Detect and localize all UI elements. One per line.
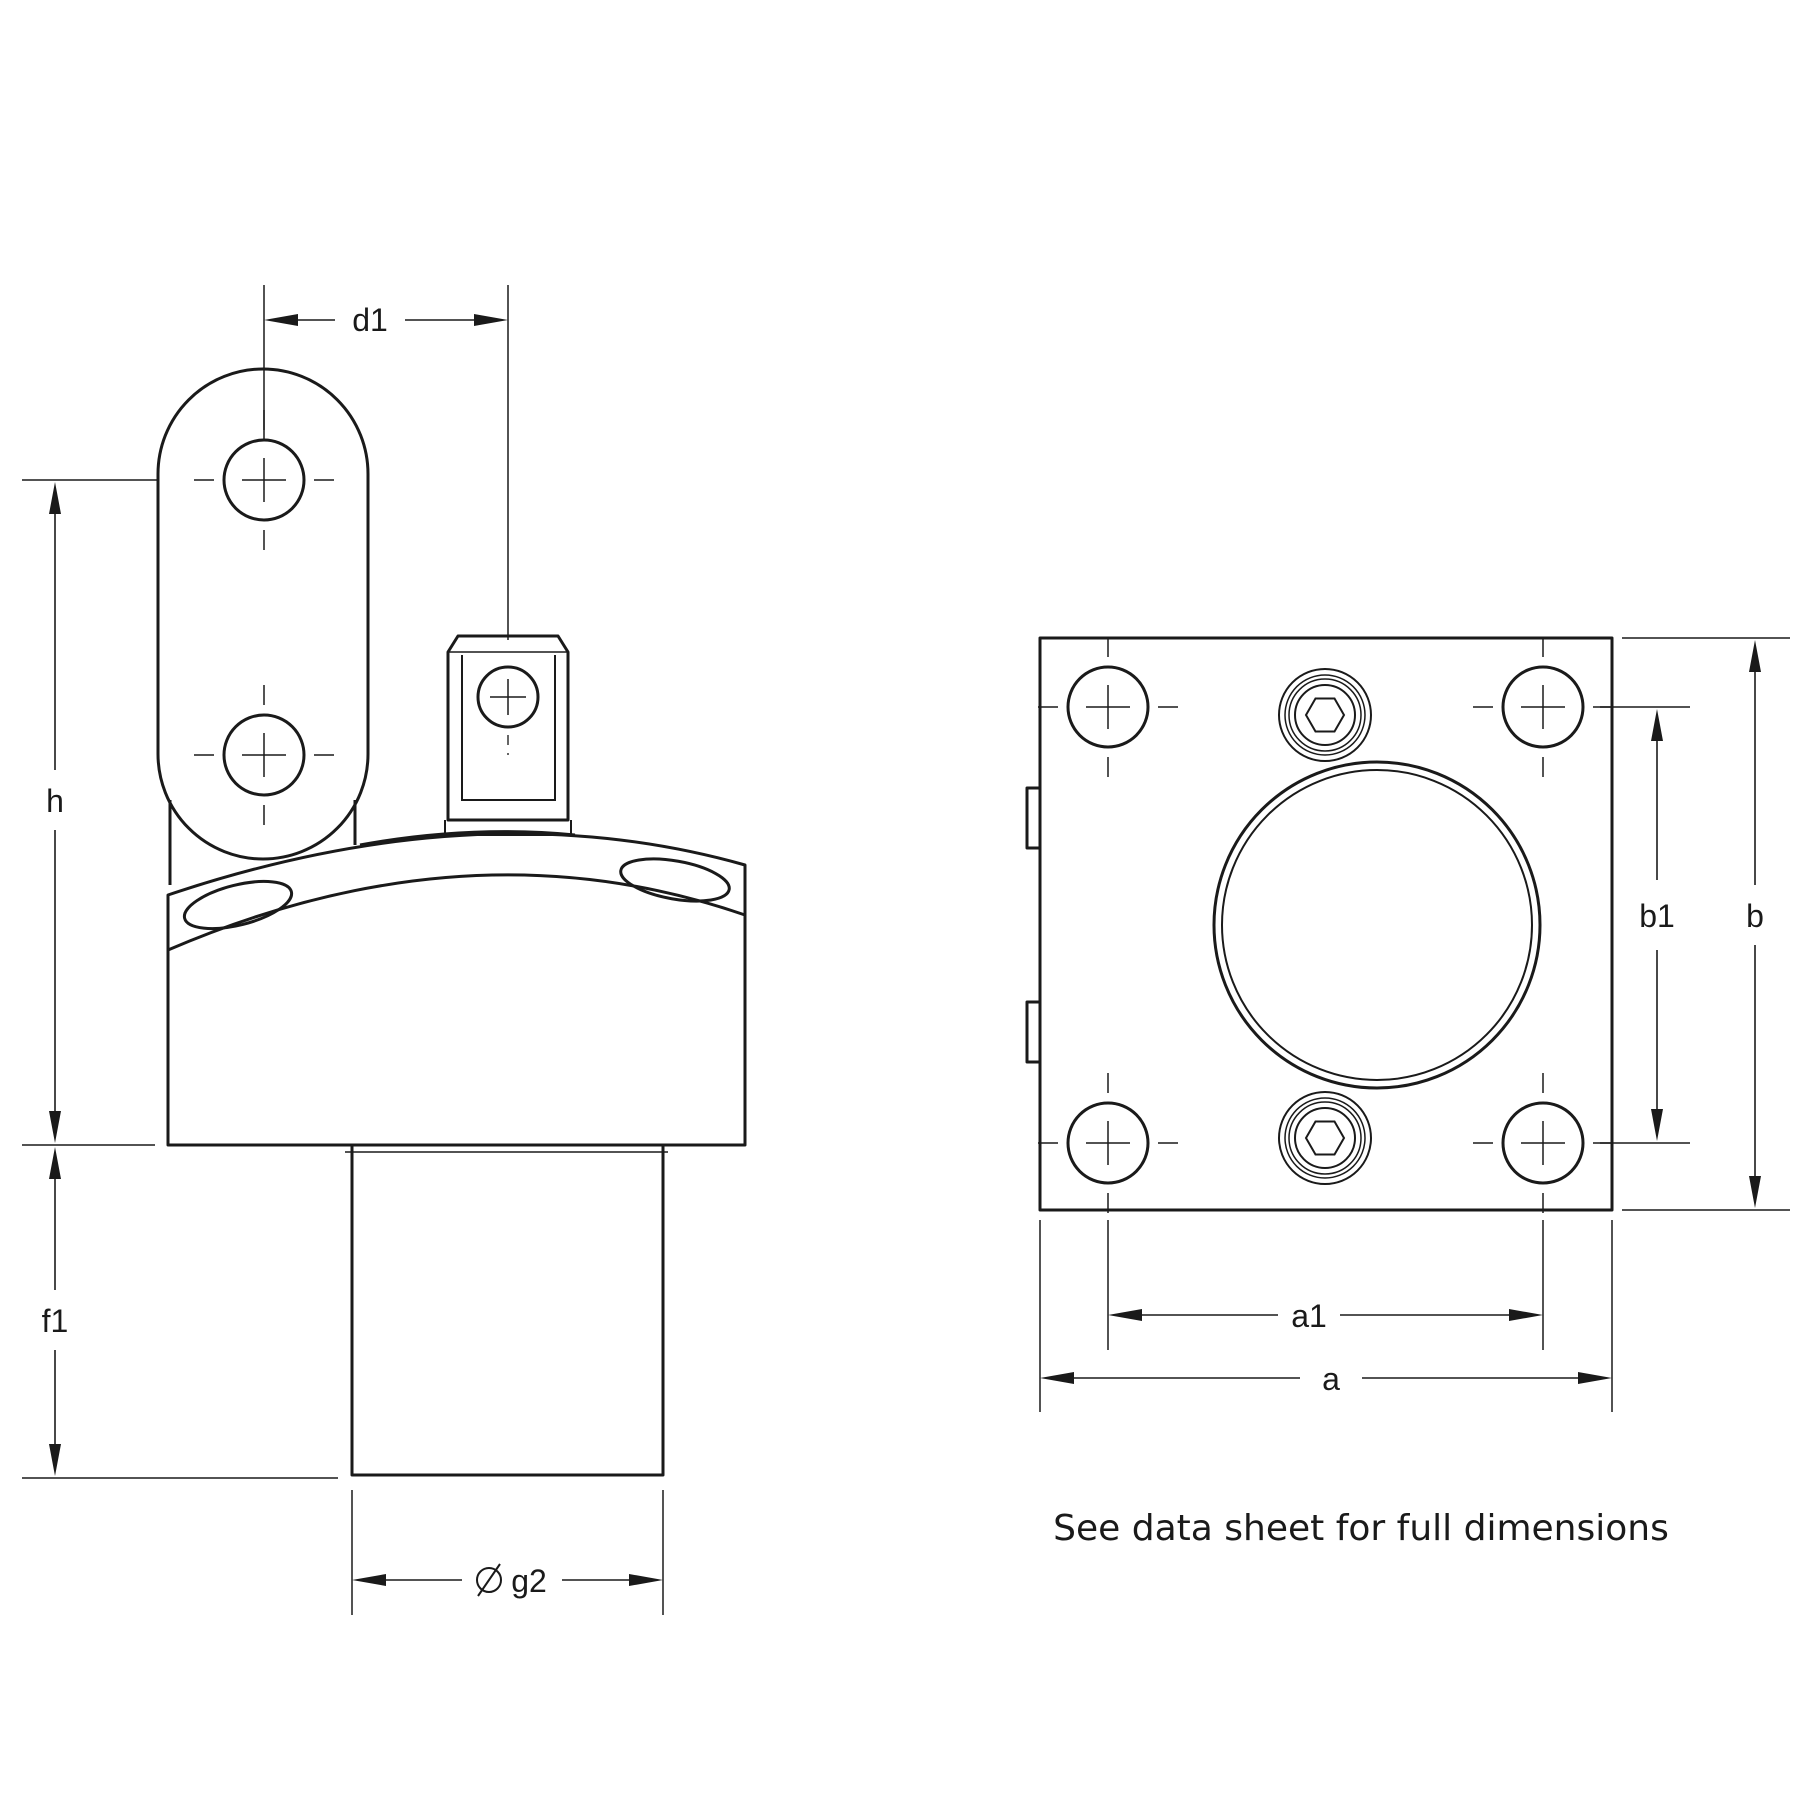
top-view: a1 a b1 <box>1025 635 1790 1549</box>
port-right <box>619 857 731 903</box>
diameter-icon <box>476 1563 502 1597</box>
label-a: a <box>1322 1361 1340 1397</box>
socket-bolt-icon <box>1278 668 1372 762</box>
dimension-h: h <box>22 479 158 1146</box>
dimension-b: b <box>1622 637 1790 1211</box>
central-bore <box>1212 760 1542 1090</box>
dimension-f1: f1 <box>22 1147 338 1479</box>
port-left <box>182 879 294 931</box>
dimension-d1: d1 <box>263 285 509 640</box>
label-b: b <box>1746 898 1764 934</box>
clamp-body <box>166 832 747 1147</box>
label-g2: g2 <box>511 1563 547 1599</box>
data-sheet-note: See data sheet for full dimensions <box>1053 1508 1669 1549</box>
mounting-hole-icon <box>1471 635 1615 779</box>
label-b1: b1 <box>1639 898 1675 934</box>
dimension-g2: g2 <box>351 1490 664 1615</box>
mounting-hole-icon <box>1471 1071 1615 1215</box>
label-f1: f1 <box>42 1303 69 1339</box>
dimension-a1: a1 <box>1107 1220 1544 1350</box>
label-a1: a1 <box>1291 1298 1327 1334</box>
mounting-hole-icon <box>1036 635 1180 779</box>
clevis-hole-icon <box>476 665 540 755</box>
mounting-flange <box>1038 636 1614 1212</box>
socket-bolt-icon <box>1278 1091 1372 1185</box>
lever-pin-hole-icon <box>192 683 336 827</box>
lower-cylinder <box>350 1143 665 1477</box>
label-h: h <box>46 783 64 819</box>
body-top-surface <box>167 873 746 952</box>
mounting-hole-icon <box>1036 1071 1180 1215</box>
dimension-b1: b1 <box>1600 706 1690 1144</box>
dimension-a: a <box>1039 1220 1613 1412</box>
side-view: d1 h f1 <box>22 285 747 1615</box>
lever-arm <box>156 367 370 861</box>
label-d1: d1 <box>352 302 388 338</box>
